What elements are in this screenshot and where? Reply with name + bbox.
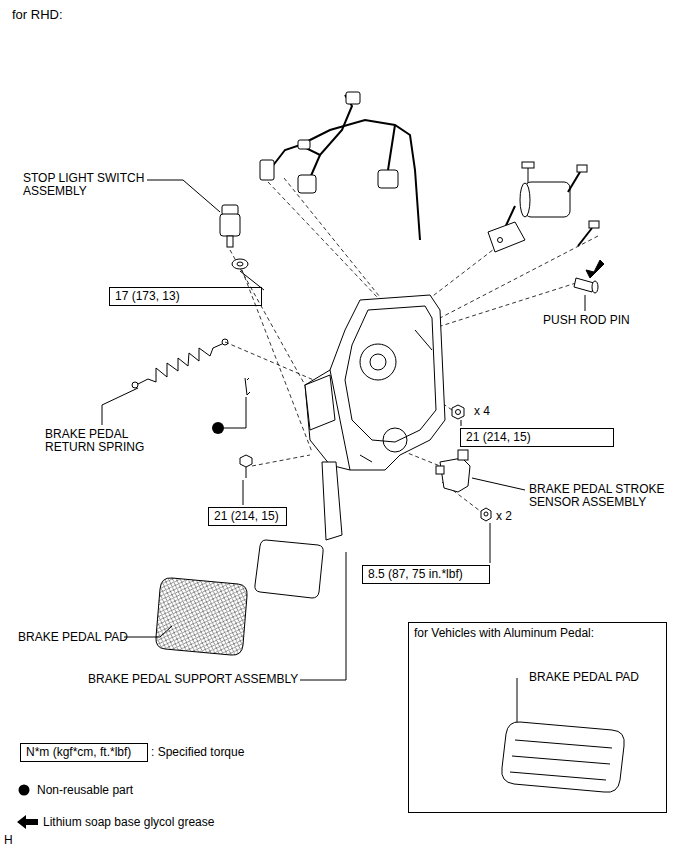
torque-value: 21 (214, 15)	[466, 430, 608, 445]
torque-value: N*m (kgf*cm, ft.*lbf)	[26, 745, 142, 760]
grease-symbol	[17, 815, 38, 829]
part-label: STOP LIGHT SWITCH ASSEMBLY	[23, 172, 163, 198]
part-label: BRAKE PEDAL RETURN SPRING	[45, 428, 160, 454]
part-label: BRAKE PEDAL PAD	[529, 671, 639, 684]
legend-torque-box: N*m (kgf*cm, ft.*lbf)	[20, 743, 148, 762]
variant-inset-panel: for Vehicles with Aluminum Pedal: BRAKE P…	[408, 622, 667, 813]
figure-code: H	[4, 834, 13, 847]
part-label: BRAKE PEDAL PAD	[18, 631, 128, 644]
part-label: BRAKE PEDAL STROKE SENSOR ASSEMBLY	[529, 483, 679, 509]
torque-spec-box: 21 (214, 15)	[208, 507, 287, 526]
quantity-label: x 2	[496, 510, 512, 523]
legend-text: : Specified torque	[151, 746, 244, 759]
diagram-title: for RHD:	[12, 7, 63, 22]
torque-value: 8.5 (87, 75 in.*lbf)	[368, 567, 484, 582]
non-reusable-symbol	[19, 785, 30, 796]
torque-value: 17 (173, 13)	[115, 289, 256, 304]
legend-text: Non-reusable part	[37, 784, 133, 797]
inset-heading: for Vehicles with Aluminum Pedal:	[414, 627, 594, 640]
quantity-label: x 4	[474, 405, 490, 418]
torque-spec-box: 8.5 (87, 75 in.*lbf)	[362, 565, 490, 584]
part-label: PUSH ROD PIN	[543, 314, 630, 327]
torque-value: 21 (214, 15)	[214, 509, 281, 524]
torque-spec-box: 17 (173, 13)	[109, 287, 262, 306]
legend-text: Lithium soap base glycol grease	[43, 816, 214, 829]
torque-spec-box: 21 (214, 15)	[460, 428, 614, 447]
part-label: BRAKE PEDAL SUPPORT ASSEMBLY	[88, 673, 298, 686]
